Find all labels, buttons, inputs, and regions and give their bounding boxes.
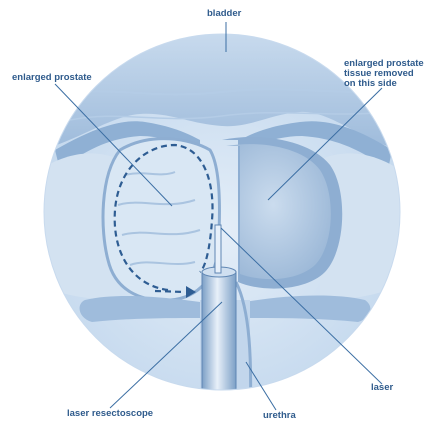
label-enlarged-prostate: enlarged prostate (12, 73, 92, 83)
label-tissue-removed-line3: on this side (344, 79, 436, 89)
label-bladder: bladder (207, 9, 241, 19)
label-tissue-removed: enlarged prostate tissue removed on this… (344, 59, 436, 89)
laser-resectoscope (202, 272, 236, 420)
laser-fiber (215, 225, 221, 273)
label-laser-resectoscope: laser resectoscope (67, 409, 153, 419)
label-laser: laser (371, 383, 393, 393)
